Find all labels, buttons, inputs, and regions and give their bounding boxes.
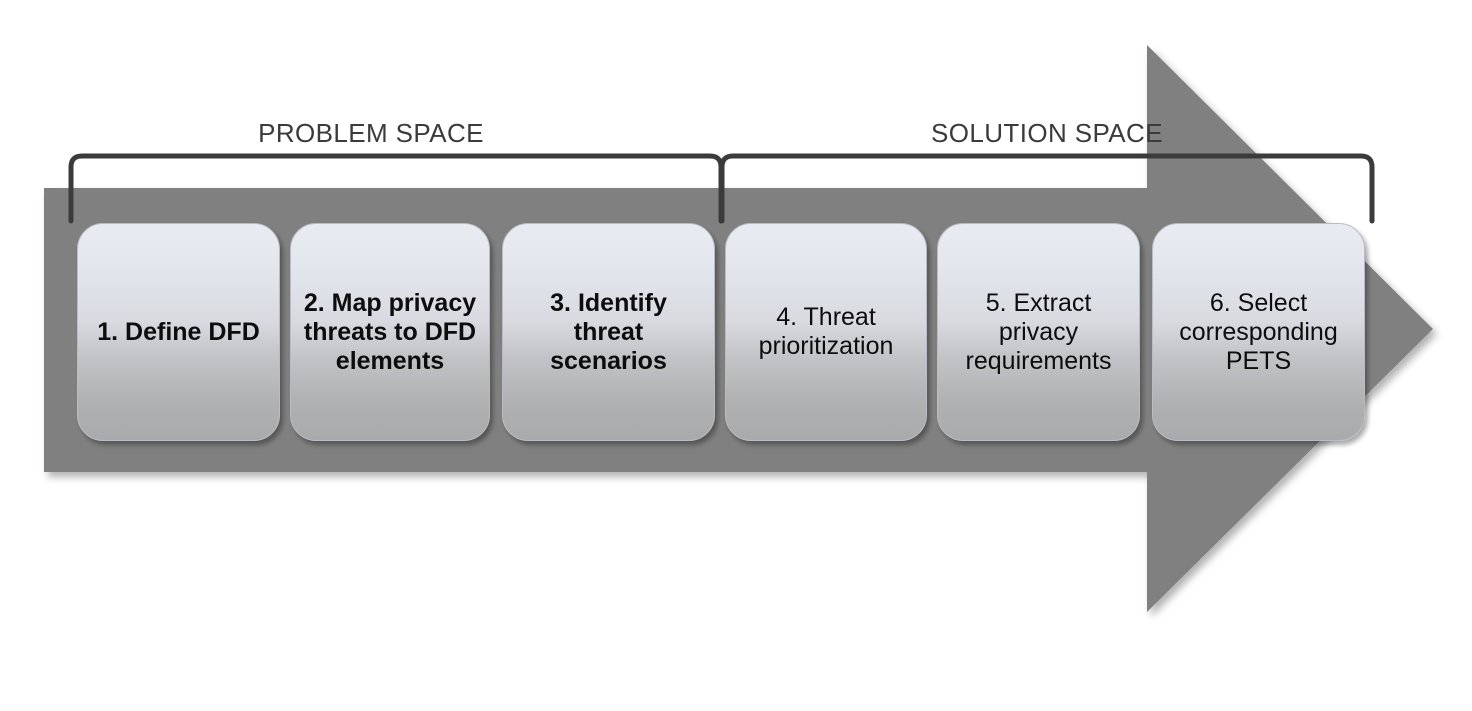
step-label-1: 1. Define DFD [97,317,260,346]
bracket-solution-space [719,153,1375,224]
bracket-label-problem-space: PROBLEM SPACE [258,118,484,148]
step-box-2[interactable]: 2. Map privacy threats to DFD elements [290,223,490,441]
step-box-6[interactable]: 6. Select corresponding PETS [1152,223,1365,441]
step-label-5: 5. Extract privacy requirements [965,288,1112,375]
step-label-6: 6. Select corresponding PETS [1179,288,1338,375]
step-label-4: 4. Threat prioritization [758,303,894,360]
step-box-3[interactable]: 3. Identify threat scenarios [502,223,715,441]
bracket-problem-space [68,153,724,224]
step-box-1[interactable]: 1. Define DFD [77,223,280,441]
step-box-4[interactable]: 4. Threat prioritization [725,223,927,441]
bracket-label-solution-space: SOLUTION SPACE [931,118,1163,148]
step-box-5[interactable]: 5. Extract privacy requirements [937,223,1140,441]
step-label-3: 3. Identify threat scenarios [550,288,667,375]
step-label-2: 2. Map privacy threats to DFD elements [303,288,477,375]
